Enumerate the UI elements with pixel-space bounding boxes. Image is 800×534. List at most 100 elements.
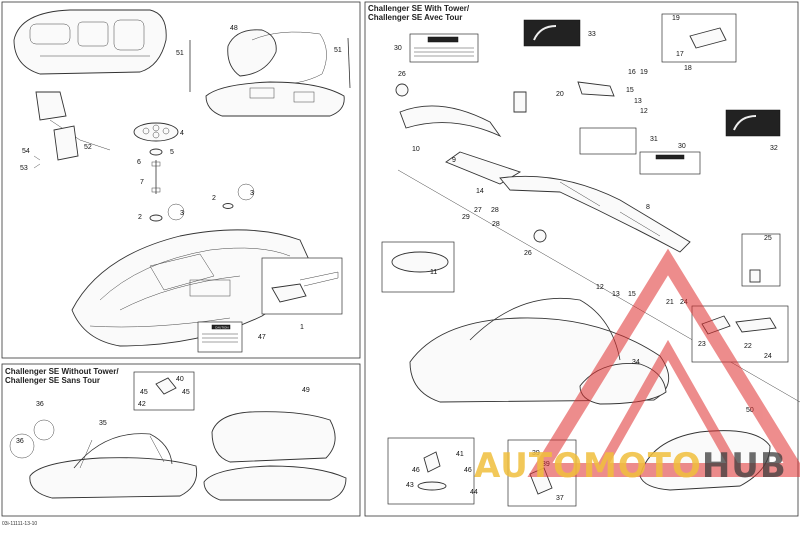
- callout-46b: 46: [464, 467, 472, 474]
- watermark-part2: MOTO: [582, 446, 702, 486]
- callout-29: 29: [462, 214, 470, 221]
- callout-20: 20: [556, 91, 564, 98]
- watermark-part3: HUB: [701, 446, 787, 486]
- callout-12a: 12: [640, 108, 648, 115]
- panel-title-with-tower-en: Challenger SE With Tower/: [368, 4, 470, 13]
- callout-32: 32: [770, 145, 778, 152]
- watermark-logo: [527, 248, 800, 477]
- callout-19b: 19: [640, 69, 648, 76]
- callout-3a: 3: [180, 210, 184, 217]
- decal-31: [579, 127, 637, 155]
- callout-3b: 3: [250, 190, 254, 197]
- callout-35: 35: [99, 420, 107, 427]
- tower-frame: [399, 105, 691, 253]
- panel-with-tower-frame: [364, 1, 799, 517]
- panel-main-frame: [1, 1, 361, 359]
- bimini-cover-top: [189, 29, 351, 92]
- callout-4: 4: [180, 130, 184, 137]
- callout-28a: 28: [491, 207, 499, 214]
- callout-18: 18: [684, 65, 692, 72]
- callout-45b: 45: [182, 389, 190, 396]
- clamp-bracket: [577, 81, 615, 97]
- callout-33: 33: [588, 31, 596, 38]
- callout-22: 22: [744, 343, 752, 350]
- callout-50: 50: [746, 407, 754, 414]
- callout-13a: 13: [634, 98, 642, 105]
- callout-7: 7: [140, 179, 144, 186]
- callout-19a: 19: [672, 15, 680, 22]
- callout-8: 8: [646, 204, 650, 211]
- cover-49-and-boat: [203, 411, 347, 501]
- table-assembly: [133, 122, 179, 222]
- callout-15a: 15: [626, 87, 634, 94]
- logo-decal-11: [381, 241, 455, 293]
- callout-52: 52: [84, 144, 92, 151]
- callout-45a: 45: [140, 389, 148, 396]
- callout-46a: 46: [412, 467, 420, 474]
- callout-28b: 28: [492, 221, 500, 228]
- svg-text:CAUTION: CAUTION: [215, 326, 229, 330]
- seat-backrest-detail: [35, 91, 111, 161]
- panel-without-tower-frame: [1, 363, 361, 517]
- boat-side-view-no-tower: [29, 433, 198, 499]
- caution-decal-47: CAUTION: [197, 321, 243, 353]
- hardware-inset-40: [133, 371, 195, 411]
- callout-10: 10: [412, 146, 420, 153]
- caution-decal-30: [409, 33, 479, 63]
- callout-24b: 24: [764, 353, 772, 360]
- callout-26b: 26: [524, 250, 532, 257]
- panel-title-without-tower-en: Challenger SE Without Tower/: [5, 367, 119, 376]
- watermark-text: AUTOMOTOHUB: [474, 448, 787, 484]
- callout-24a: 24: [680, 299, 688, 306]
- callout-2b: 2: [212, 195, 216, 202]
- cover-kit-inset: [261, 257, 343, 315]
- callout-9: 9: [452, 157, 456, 164]
- callout-13b: 13: [612, 291, 620, 298]
- callout-44: 44: [470, 489, 478, 496]
- callout-2a: 2: [138, 214, 142, 221]
- callout-14: 14: [476, 188, 484, 195]
- callout-39a: 39: [532, 450, 540, 457]
- callout-34: 34: [632, 359, 640, 366]
- callout-23: 23: [698, 341, 706, 348]
- callout-1: 1: [300, 324, 304, 331]
- decal-30b: [639, 151, 701, 175]
- callout-41: 41: [456, 451, 464, 458]
- callout-27: 27: [474, 207, 482, 214]
- speed-decal-32: [725, 109, 781, 137]
- callout-40: 40: [176, 376, 184, 383]
- callout-17: 17: [676, 51, 684, 58]
- callout-36a: 36: [36, 401, 44, 408]
- callout-30a: 30: [394, 45, 402, 52]
- callout-48: 48: [230, 25, 238, 32]
- footer-code: 03i-11111-13-10: [2, 521, 38, 527]
- callout-37: 37: [556, 495, 564, 502]
- callout-16: 16: [628, 69, 636, 76]
- fastener-kit-25: [741, 233, 781, 287]
- callout-12b: 12: [596, 284, 604, 291]
- callout-31: 31: [650, 136, 658, 143]
- callout-51b: 51: [334, 47, 342, 54]
- callout-15b: 15: [628, 291, 636, 298]
- boat-top-view: [13, 9, 167, 75]
- clamp-assembly-19: [661, 13, 737, 63]
- hardware-inset-41: [387, 437, 475, 505]
- callout-26a: 26: [398, 71, 406, 78]
- callout-43: 43: [406, 482, 414, 489]
- callout-47: 47: [258, 334, 266, 341]
- callout-53: 53: [20, 165, 28, 172]
- callout-36b: 36: [16, 438, 24, 445]
- panel-title-without-tower-fr: Challenger SE Sans Tour: [5, 376, 100, 385]
- callout-6: 6: [137, 159, 141, 166]
- boat-side-view-top: [205, 81, 345, 117]
- bracket-20: [513, 91, 527, 113]
- callout-11: 11: [430, 269, 437, 276]
- callout-54: 54: [22, 148, 30, 155]
- callout-21: 21: [666, 299, 674, 306]
- callout-51a: 51: [176, 50, 184, 57]
- panel-title-with-tower-fr: Challenger SE Avec Tour: [368, 13, 463, 22]
- callout-49: 49: [302, 387, 310, 394]
- callout-30b: 30: [678, 143, 686, 150]
